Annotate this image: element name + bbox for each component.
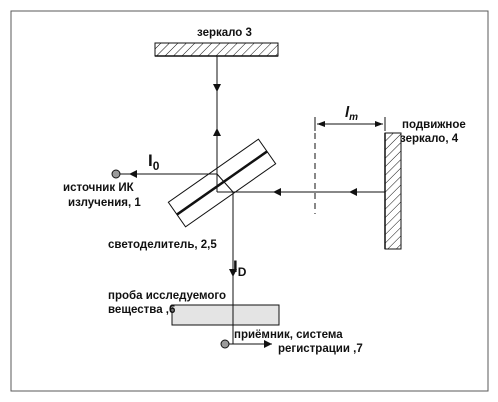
source-label-1: источник ИК bbox=[63, 182, 135, 194]
arrow-down-mirror3 bbox=[213, 84, 221, 92]
detector-label-2: регистрации ,7 bbox=[278, 343, 363, 355]
detector bbox=[220, 339, 230, 349]
ir-source bbox=[111, 169, 121, 179]
source-label-2: излучения, 1 bbox=[68, 197, 141, 209]
mirror3-label: зеркало 3 bbox=[197, 27, 252, 39]
fixed-mirror-hatch bbox=[154, 42, 279, 57]
arrow-left-moving bbox=[349, 188, 357, 196]
arrow-left-horizontal bbox=[273, 188, 281, 196]
sample-label-2: вещества ,6 bbox=[108, 304, 175, 316]
sample-cell bbox=[171, 304, 280, 326]
arrow-left-source bbox=[129, 170, 137, 178]
beamsplitter-plate bbox=[176, 150, 268, 216]
lm-arrow-left bbox=[317, 121, 325, 127]
detector-label-1: приёмник, система bbox=[234, 329, 343, 341]
beam-diagonal-in bbox=[216, 173, 234, 193]
i0-symbol: I0 bbox=[148, 151, 160, 173]
arrow-down-to-sample bbox=[229, 269, 237, 277]
fixed-mirror-3 bbox=[154, 42, 279, 57]
moving-mirror-label-2: зеркало, 4 bbox=[400, 133, 459, 145]
lm-symbol: lm bbox=[345, 104, 358, 123]
sample-label-1: проба исследуемого bbox=[108, 290, 226, 302]
beamsplitter bbox=[167, 138, 277, 228]
lm-arrow-right bbox=[375, 121, 383, 127]
moving-mirror-4 bbox=[384, 132, 402, 250]
displacement-indicator bbox=[314, 117, 386, 214]
arrow-up-from-bs bbox=[213, 128, 221, 136]
moving-mirror-label-1: подвижное bbox=[402, 119, 466, 131]
outer-frame bbox=[10, 10, 489, 392]
beamsplitter-label: светоделитель, 2,5 bbox=[108, 239, 217, 251]
arrow-right-detector bbox=[264, 340, 272, 348]
id-symbol: ID bbox=[233, 257, 247, 279]
moving-mirror-hatch bbox=[384, 132, 402, 250]
